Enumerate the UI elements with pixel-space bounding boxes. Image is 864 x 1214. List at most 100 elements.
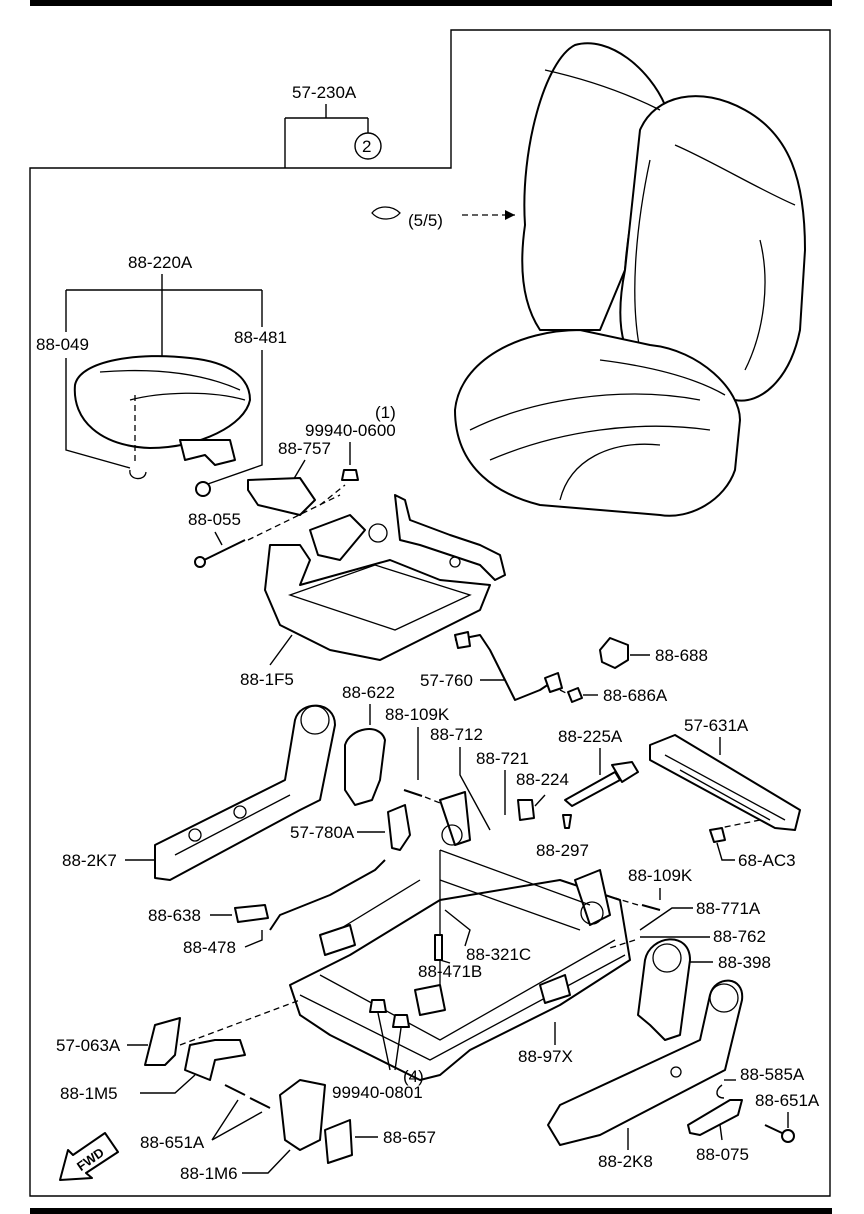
label-88-721: 88-721 xyxy=(476,749,529,768)
nut-part xyxy=(341,469,359,481)
hand-pointer-icon xyxy=(371,206,401,220)
label-68-AC3: 68-AC3 xyxy=(738,851,796,870)
leader-88-712 xyxy=(459,747,491,831)
top-rule xyxy=(30,0,832,6)
label-88-762: 88-762 xyxy=(713,927,766,946)
pin-88-471B xyxy=(434,934,443,961)
cover-hole xyxy=(652,943,682,973)
label-57-780A: 57-780A xyxy=(290,823,355,842)
hole-marker xyxy=(670,1066,682,1078)
label-88-771A: 88-771A xyxy=(696,899,761,918)
label-88-686A: 88-686A xyxy=(603,686,668,705)
label-88-638: 88-638 xyxy=(148,906,201,925)
screw-88-651A-a1 xyxy=(224,1084,246,1096)
dash-57-063A xyxy=(179,999,301,1046)
bracket-88-1M5 xyxy=(184,1039,246,1081)
label-99940-0801: 99940-0801 xyxy=(332,1083,423,1102)
bracket-88-757-part xyxy=(247,477,316,516)
cable-57-760 xyxy=(454,634,556,701)
screw-88-297 xyxy=(562,814,572,829)
label-qty-1: (1) xyxy=(375,403,396,422)
dash-88-055 xyxy=(247,494,341,541)
screw-88-651A-b xyxy=(764,1124,783,1134)
leader-88-055 xyxy=(214,531,223,546)
pin-88-055 xyxy=(199,539,246,563)
nut-99940-0801-a xyxy=(369,999,387,1013)
nut-88-686A xyxy=(567,687,583,703)
bracket-88-220A xyxy=(65,274,263,360)
cover-88-075 xyxy=(687,1099,743,1136)
label-circle-2: 2 xyxy=(362,137,371,156)
fwd-arrow-icon: FWD xyxy=(59,1132,119,1181)
label-88-297: 88-297 xyxy=(536,841,589,860)
label-88-109K-b: 88-109K xyxy=(628,866,693,885)
leader-88-651A-a xyxy=(211,1099,263,1141)
dash-109K-a xyxy=(424,796,446,806)
seat-frame-88-97X xyxy=(289,791,631,1081)
leader-88-075 xyxy=(719,1124,723,1141)
label-88-471B: 88-471B xyxy=(418,962,482,981)
rail-57-631A xyxy=(649,734,801,831)
leader-88-478 xyxy=(244,930,263,948)
leader-88-1M5 xyxy=(140,1074,196,1094)
rod-end-part xyxy=(611,761,639,783)
label-ref-page: (5/5) xyxy=(408,211,443,230)
label-qty-4: (4) xyxy=(403,1067,424,1086)
label-99940-0600: 99940-0600 xyxy=(305,421,396,440)
cover-88-622 xyxy=(344,728,386,806)
dash-109K-b xyxy=(614,897,639,906)
leader-88-321C xyxy=(444,909,471,947)
connector-part xyxy=(454,631,471,649)
label-88-055: 88-055 xyxy=(188,510,241,529)
label-57-063A: 57-063A xyxy=(56,1036,121,1055)
leader-88-1F5 xyxy=(269,634,293,666)
screw-88-651A-a2 xyxy=(249,1097,271,1109)
label-57-631A: 57-631A xyxy=(684,716,749,735)
leader-88-049 xyxy=(65,358,131,469)
bracket-88-1M6 xyxy=(279,1079,326,1151)
cover-88-2K8 xyxy=(547,979,744,1146)
label-88-1F5: 88-1F5 xyxy=(240,670,294,689)
nut-99940-0801-b xyxy=(392,1014,410,1028)
leader-88-1M6 xyxy=(242,1149,291,1174)
seat-pan-88-1F5 xyxy=(264,494,506,661)
cover-57-063A xyxy=(144,1017,181,1066)
label-57-230A: 57-230A xyxy=(292,83,357,102)
label-88-97X: 88-97X xyxy=(518,1047,573,1066)
label-88-478: 88-478 xyxy=(183,938,236,957)
label-88-1M5: 88-1M5 xyxy=(60,1084,118,1103)
bottom-rule xyxy=(30,1208,832,1214)
label-88-688: 88-688 xyxy=(655,646,708,665)
label-88-757: 88-757 xyxy=(278,439,331,458)
label-88-2K8: 88-2K8 xyxy=(598,1152,653,1171)
label-88-321C: 88-321C xyxy=(466,945,531,964)
leader-68-AC3 xyxy=(716,842,735,861)
label-88-398: 88-398 xyxy=(718,953,771,972)
connector-end-part xyxy=(544,672,563,693)
leader-88-771A xyxy=(639,907,693,931)
label-88-622: 88-622 xyxy=(342,683,395,702)
rod-88-225A xyxy=(564,771,621,807)
label-88-585A: 88-585A xyxy=(740,1065,805,1084)
dash-88-762 xyxy=(609,939,636,949)
label-88-712: 88-712 xyxy=(430,725,483,744)
label-88-049: 88-049 xyxy=(36,335,89,354)
bushing-88-224 xyxy=(517,799,535,821)
nut-68-AC3 xyxy=(709,827,726,843)
circle-ref-2 xyxy=(354,132,382,160)
label-88-1M6: 88-1M6 xyxy=(180,1164,238,1183)
screw-head xyxy=(781,1129,795,1143)
pin-head xyxy=(194,556,206,568)
cover-88-657 xyxy=(324,1119,353,1164)
label-88-651A-a: 88-651A xyxy=(140,1133,205,1152)
dash-57-631A xyxy=(719,819,761,829)
label-88-651A-b: 88-651A xyxy=(755,1091,820,1110)
leader-88-481 xyxy=(204,350,263,486)
arrow-head-icon xyxy=(505,210,515,220)
cable-88-478 xyxy=(269,859,386,931)
label-88-225A: 88-225A xyxy=(558,727,623,746)
dash-88-757 xyxy=(319,484,346,506)
label-88-2K7: 88-2K7 xyxy=(62,851,117,870)
cover-88-398 xyxy=(637,938,691,1041)
sensor-88-638 xyxy=(234,904,269,923)
